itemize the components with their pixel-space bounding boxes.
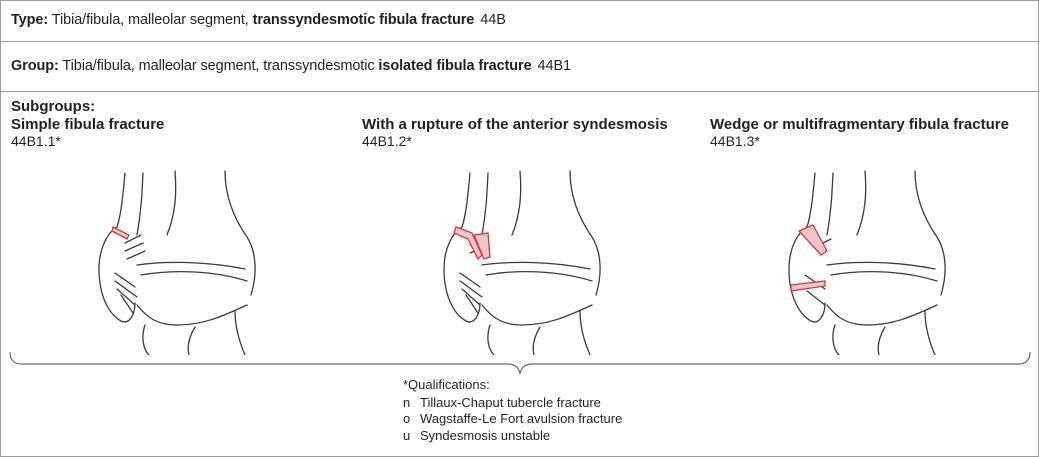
tibia-shaft-left xyxy=(512,171,521,235)
subgroups-heading: Subgroups: xyxy=(11,98,95,115)
type-line: Type: Tibia/fibula, malleolar segment, t… xyxy=(11,12,506,28)
talus-lower xyxy=(482,305,592,325)
type-description: Tibia/fibula, malleolar segment, xyxy=(48,12,253,28)
foot-bone-3 xyxy=(925,311,935,355)
talar-dome xyxy=(486,272,592,281)
fracture-line xyxy=(112,227,129,239)
subgroup-2: With a rupture of the anterior syndesmos… xyxy=(362,116,668,149)
qualification-key: u xyxy=(403,428,420,445)
subgroup-3-code: 44B1.3* xyxy=(710,133,1009,149)
group-label: Group: xyxy=(11,58,59,74)
foot-bone-3 xyxy=(235,311,245,355)
ankle-illustration-simple-fracture xyxy=(85,165,265,355)
qualification-text: Syndesmosis unstable xyxy=(420,428,550,443)
type-row: Type: Tibia/fibula, malleolar segment, t… xyxy=(0,0,1039,42)
fibula-shaft-left xyxy=(462,173,470,227)
ankle-illustration-syndesmosis-rupture xyxy=(430,165,610,355)
grouping-brace xyxy=(8,350,1032,376)
ankle-bones xyxy=(444,171,600,355)
fibula-shaft-right xyxy=(137,173,143,235)
ligament-hatching xyxy=(115,235,145,313)
group-line: Group: Tibia/fibula, malleolar segment, … xyxy=(11,58,571,74)
talar-dome xyxy=(141,272,247,281)
ankle-bones xyxy=(789,171,945,355)
type-code: 44B xyxy=(480,12,506,28)
fracture-fragment-upper xyxy=(799,225,827,255)
qualification-text: Tillaux-Chaput tubercle fracture xyxy=(420,395,601,410)
tibial-plafond xyxy=(827,262,935,269)
talus-lower xyxy=(827,305,937,325)
subgroup-1-code: 44B1.1* xyxy=(11,133,164,149)
tibial-plafond xyxy=(482,262,590,269)
qualification-key: o xyxy=(403,411,420,428)
group-description: Tibia/fibula, malleolar segment, transsy… xyxy=(59,58,379,74)
fibula-shaft-right xyxy=(827,173,833,235)
qualification-key: n xyxy=(403,395,420,412)
fibula-shaft-left xyxy=(117,173,125,227)
tibial-plafond xyxy=(137,262,245,269)
subgroup-3-title: Wedge or multifragmentary fibula fractur… xyxy=(710,116,1009,133)
group-bold-term: isolated fibula fracture xyxy=(378,58,531,74)
talar-dome xyxy=(831,272,937,281)
subgroup-2-title: With a rupture of the anterior syndesmos… xyxy=(362,116,668,133)
foot-bone-3 xyxy=(580,311,590,355)
talus-lower xyxy=(137,305,247,325)
ankle-illustration-wedge-fracture xyxy=(775,165,955,355)
qualifications-heading: *Qualifications: xyxy=(403,377,622,394)
type-bold-term: transsyndesmotic fibula fracture xyxy=(253,12,475,28)
fibula-shaft-right xyxy=(482,173,488,235)
group-row: Group: Tibia/fibula, malleolar segment, … xyxy=(0,42,1039,92)
subgroup-2-code: 44B1.2* xyxy=(362,133,668,149)
tibia-shaft-left xyxy=(857,171,866,235)
subgroup-1: Simple fibula fracture 44B1.1* xyxy=(11,116,164,149)
fracture-fragment-lower xyxy=(791,281,825,291)
ankle-bones xyxy=(99,171,255,355)
subgroup-1-title: Simple fibula fracture xyxy=(11,116,164,133)
tibia-shaft-left xyxy=(167,171,176,235)
group-code: 44B1 xyxy=(538,58,571,74)
subgroup-3: Wedge or multifragmentary fibula fractur… xyxy=(710,116,1009,149)
qualification-text: Wagstaffe-Le Fort avulsion fracture xyxy=(420,411,622,426)
fibula-shaft-left xyxy=(807,173,815,227)
type-label: Type: xyxy=(11,12,48,28)
